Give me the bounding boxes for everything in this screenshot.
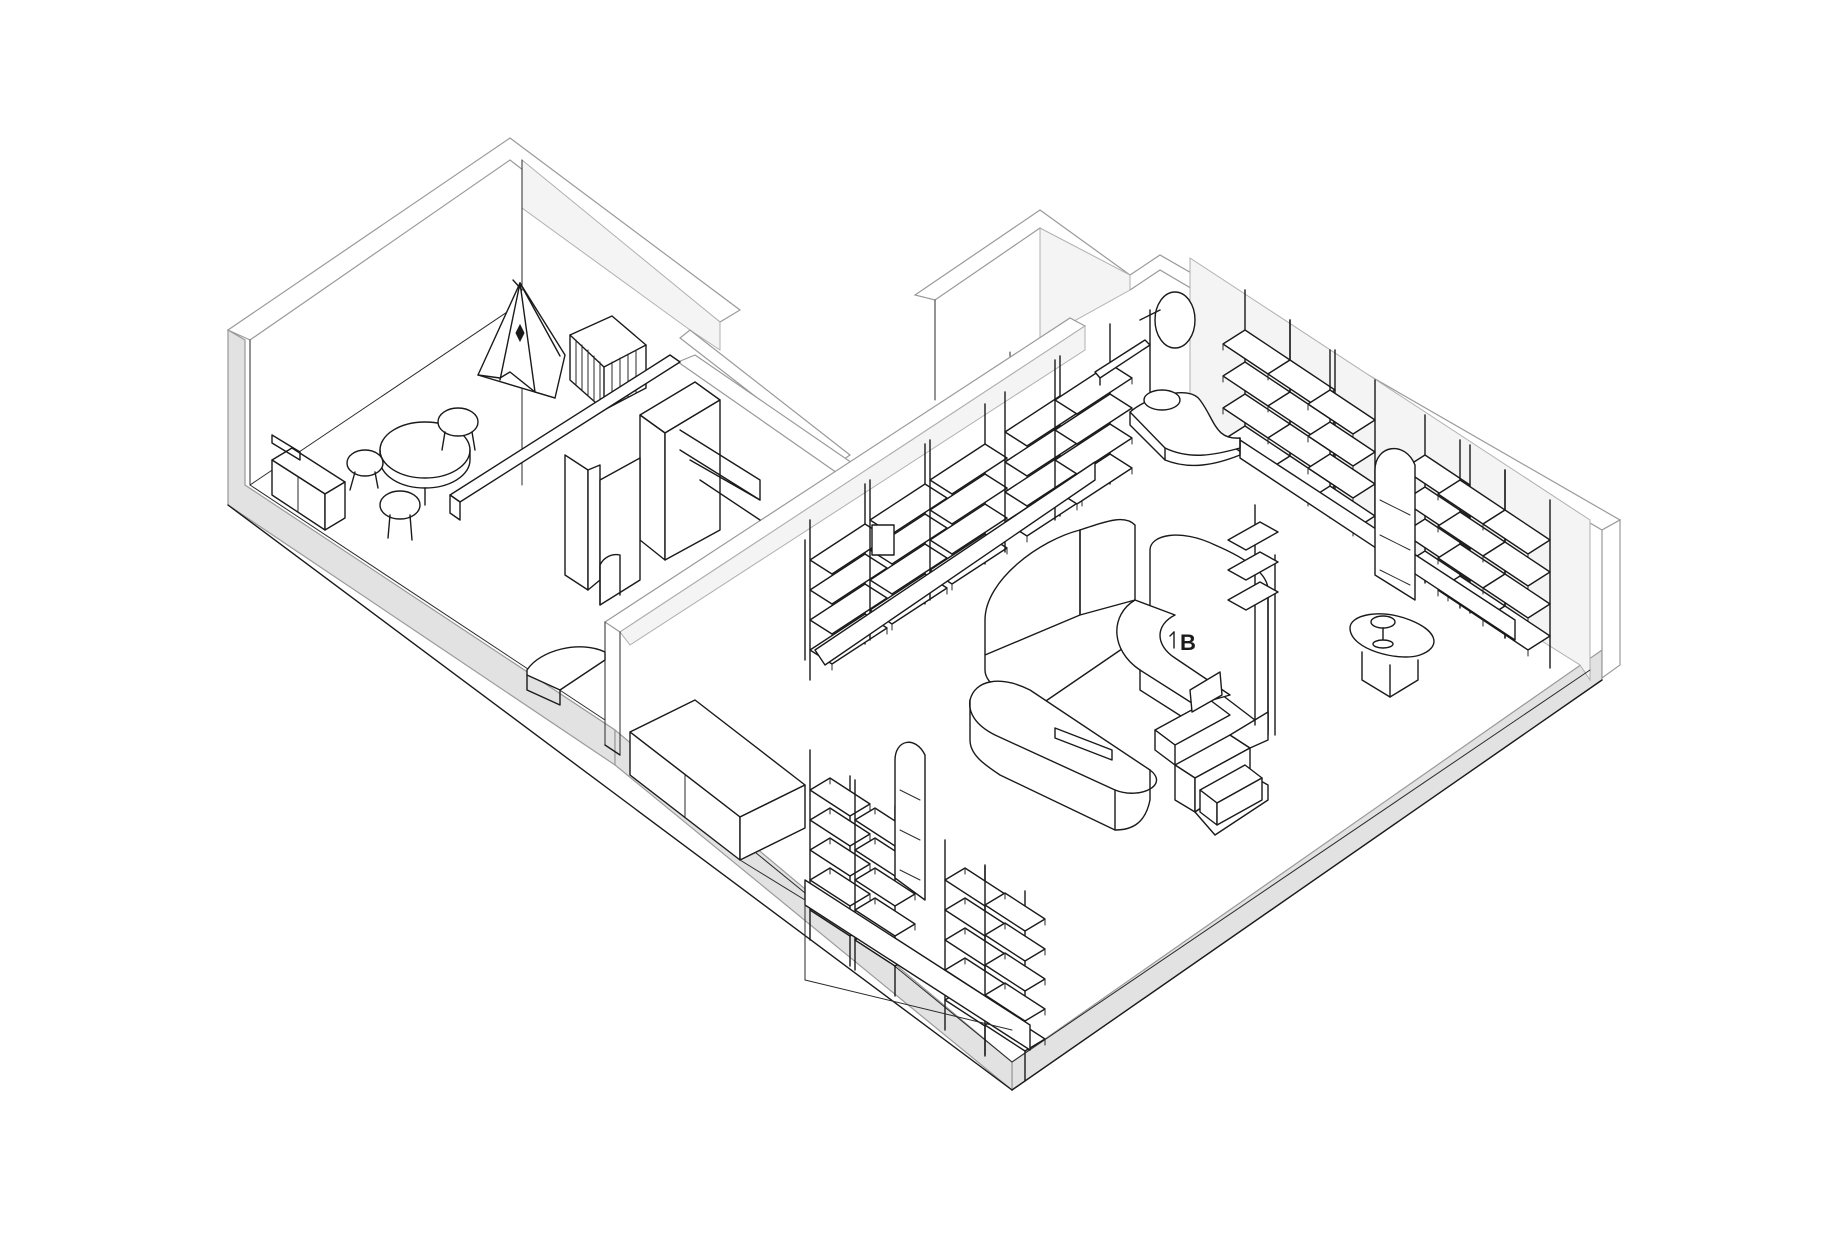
playroom-back-wall-right [521, 158, 721, 351]
shop-niche [1039, 227, 1131, 341]
left-shelf-plinth [814, 461, 1096, 666]
front-shelf-plinth [804, 879, 1031, 1051]
entrance-partition [526, 381, 761, 706]
building-shell [226, 137, 1622, 1092]
logo-text: B [1180, 630, 1196, 655]
chair-1 [437, 407, 479, 451]
chairs [346, 407, 479, 541]
chair-2 [346, 449, 384, 491]
mirror [1094, 291, 1196, 406]
front-storage-bench [629, 699, 1013, 1031]
wall-shelving-left [804, 323, 1133, 681]
store-logo: B [1169, 630, 1196, 655]
curved-bench [1129, 389, 1241, 467]
teepee-tent [477, 279, 566, 399]
shop-right-wall-top [1601, 518, 1621, 680]
right-arched-display [1374, 448, 1416, 601]
low-cabinet [271, 434, 346, 531]
front-wall-cut-edge [1011, 648, 1603, 1092]
left-wall-mirror [871, 524, 895, 556]
crib [569, 315, 647, 411]
display-table [1349, 613, 1435, 698]
front-arched-display [894, 741, 926, 901]
chair-3 [379, 490, 421, 541]
bench [526, 646, 606, 691]
round-table [379, 421, 471, 506]
playroom [271, 279, 681, 541]
right-shelf-bay [1482, 469, 1551, 669]
cashier-counter: B [968, 504, 1279, 836]
shop-left-wall-inner [619, 325, 1086, 646]
